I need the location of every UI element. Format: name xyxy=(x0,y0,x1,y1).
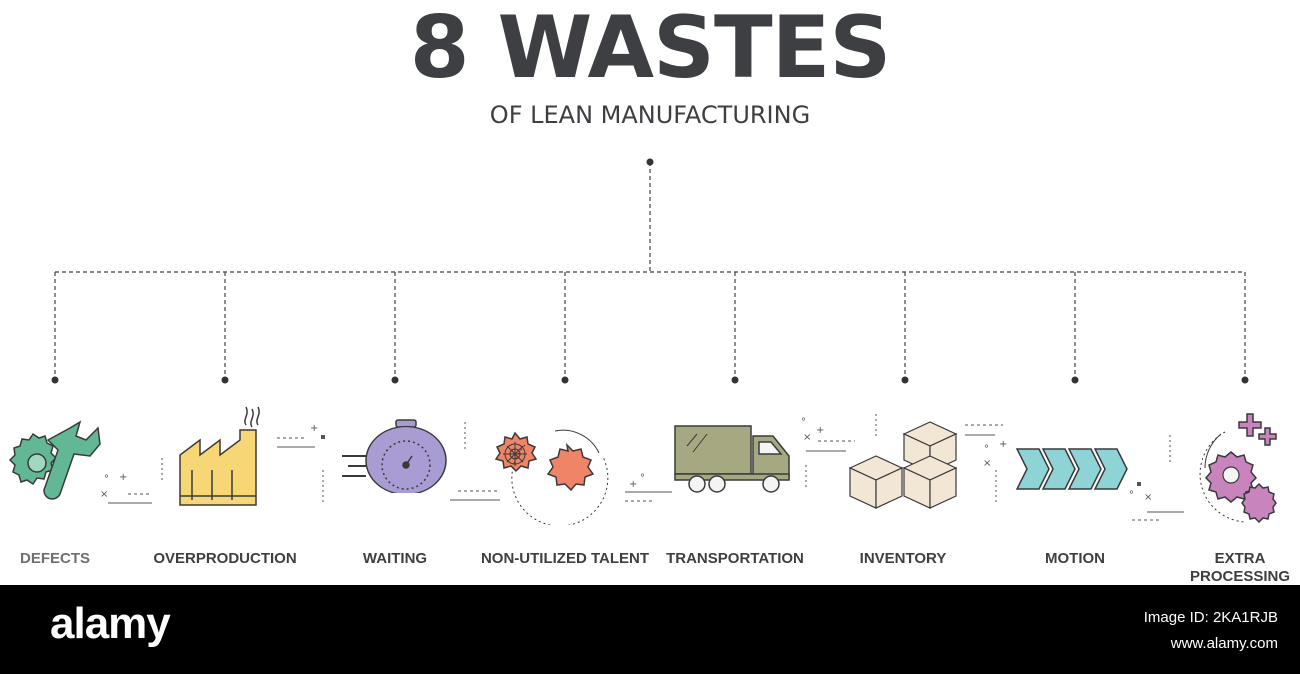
label-defects: DEFECTS xyxy=(19,550,90,567)
svg-text:×: × xyxy=(803,432,811,443)
svg-text:°: ° xyxy=(104,474,109,485)
svg-text:°: ° xyxy=(1129,490,1134,501)
svg-text:×: × xyxy=(100,489,108,500)
page-title: 8 WASTES xyxy=(409,0,892,98)
truck-icon xyxy=(674,425,790,493)
label-motion: MOTION xyxy=(1045,550,1105,567)
label-transportation: TRANSPORTATION xyxy=(666,550,804,567)
svg-text:+: + xyxy=(119,472,127,483)
svg-text:+: + xyxy=(816,425,824,436)
label-non-utilized-talent: NON-UTILIZED TALENT xyxy=(480,550,650,567)
watermark-footer: alamy Image ID: 2KA1RJB www.alamy.com xyxy=(0,585,1300,674)
tree-connectors: °+× + °+ °+× °+× °× xyxy=(51,158,1249,521)
svg-text:°: ° xyxy=(984,444,989,455)
factory-icon xyxy=(179,406,260,506)
site-url: www.alamy.com xyxy=(1170,635,1278,652)
boxes-icon xyxy=(848,421,958,509)
label-overproduction: OVERPRODUCTION xyxy=(153,550,297,567)
image-id: Image ID: 2KA1RJB xyxy=(1143,609,1278,626)
svg-text:+: + xyxy=(999,439,1007,450)
label-inventory: INVENTORY xyxy=(859,550,947,567)
cobweb-gear-icon xyxy=(494,429,609,525)
chevrons-icon xyxy=(1015,448,1128,490)
stopwatch-icon xyxy=(342,419,447,493)
alamy-logo: alamy xyxy=(50,599,171,648)
page-subtitle: OF LEAN MANUFACTURING xyxy=(489,101,811,129)
svg-text:+: + xyxy=(310,423,318,434)
svg-text:×: × xyxy=(983,458,991,469)
svg-text:+: + xyxy=(629,479,637,490)
svg-text:×: × xyxy=(1144,492,1152,503)
label-waiting: WAITING xyxy=(362,550,428,567)
gear-wrench-icon xyxy=(8,420,101,500)
svg-text:°: ° xyxy=(640,473,645,484)
gear-plus-icon xyxy=(1199,413,1277,524)
svg-text:°: ° xyxy=(801,417,806,428)
label-extra-processing: EXTRA PROCESSING xyxy=(1189,550,1291,585)
